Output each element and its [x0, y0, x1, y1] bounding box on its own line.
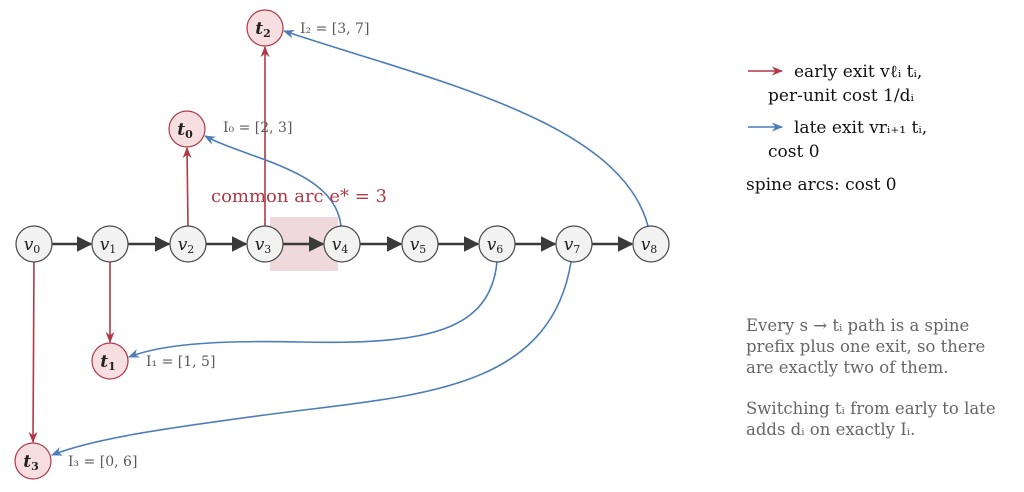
note-switching: Switching tᵢ from early to late adds dᵢ … — [746, 399, 996, 439]
sink-nodes: t0 I₀ = [2, 3] t1 I₁ = [1, 5] t2 I₂ = [3, 7] t… — [14, 9, 369, 480]
spine-node-v3: v3 — [246, 225, 284, 263]
spine-node-circle — [555, 225, 593, 263]
spine-node-circle — [323, 225, 361, 263]
sink-node-circle — [246, 9, 284, 47]
sink-node-t0: t0 — [168, 110, 206, 148]
spine-nodes: v0 v1 v2 v3 v4 v5 v6 v7 v8 — [15, 225, 670, 263]
spine-node-circle — [246, 225, 284, 263]
early-exit-arcs — [28, 45, 270, 444]
spine-node-circle — [169, 225, 207, 263]
spine-node-circle — [632, 225, 670, 263]
spine-node-v7: v7 — [555, 225, 593, 263]
sink-interval-t2: I₂ = [3, 7] — [300, 21, 369, 37]
common-arc-label: common arc e* = 3 — [211, 186, 387, 207]
legend-early-line2: per-unit cost 1/dᵢ — [768, 86, 915, 106]
spine-node-circle — [478, 225, 516, 263]
legend-late-line1: late exit vrᵢ₊₁ tᵢ, — [794, 118, 927, 138]
spine-node-v0: v0 — [15, 225, 53, 263]
sink-node-circle — [168, 110, 206, 148]
sink-node-t3: t3 — [14, 442, 52, 480]
spine-node-v5: v5 — [401, 225, 439, 263]
late-exit-arc-t2 — [282, 29, 649, 227]
sink-interval-t3: I₃ = [0, 6] — [68, 454, 137, 470]
spine-node-v6: v6 — [478, 225, 516, 263]
late-exit-arcs — [50, 29, 649, 456]
spine-node-circle — [15, 225, 53, 263]
legend-late-line2: cost 0 — [768, 142, 820, 162]
spine-node-v8: v8 — [632, 225, 670, 263]
spine-node-circle — [91, 225, 129, 263]
spine-node-v1: v1 — [91, 225, 129, 263]
early-exit-arc-t0 — [182, 146, 192, 227]
sink-node-t2: t2 — [246, 9, 284, 47]
sink-node-circle — [14, 442, 52, 480]
early-exit-arc-t3 — [28, 261, 38, 444]
late-exit-arc-t3 — [50, 261, 572, 456]
sink-node-circle — [91, 342, 129, 380]
note-paths: Every s → tᵢ path is a spine prefix plus… — [746, 316, 986, 377]
legend: early exit vℓᵢ tᵢ, per-unit cost 1/dᵢ la… — [746, 62, 927, 195]
spine-node-v4: v4 — [323, 225, 361, 263]
legend-early-line1: early exit vℓᵢ tᵢ, — [794, 62, 922, 82]
sink-interval-t0: I₀ = [2, 3] — [223, 120, 292, 136]
legend-spine: spine arcs: cost 0 — [746, 175, 897, 195]
sink-node-t1: t1 — [91, 342, 129, 380]
late-exit-arc-t0 — [204, 135, 342, 227]
spine-node-v2: v2 — [169, 225, 207, 263]
late-exit-arc-t1 — [127, 261, 498, 358]
spine-node-circle — [401, 225, 439, 263]
sink-interval-t1: I₁ = [1, 5] — [146, 354, 215, 370]
